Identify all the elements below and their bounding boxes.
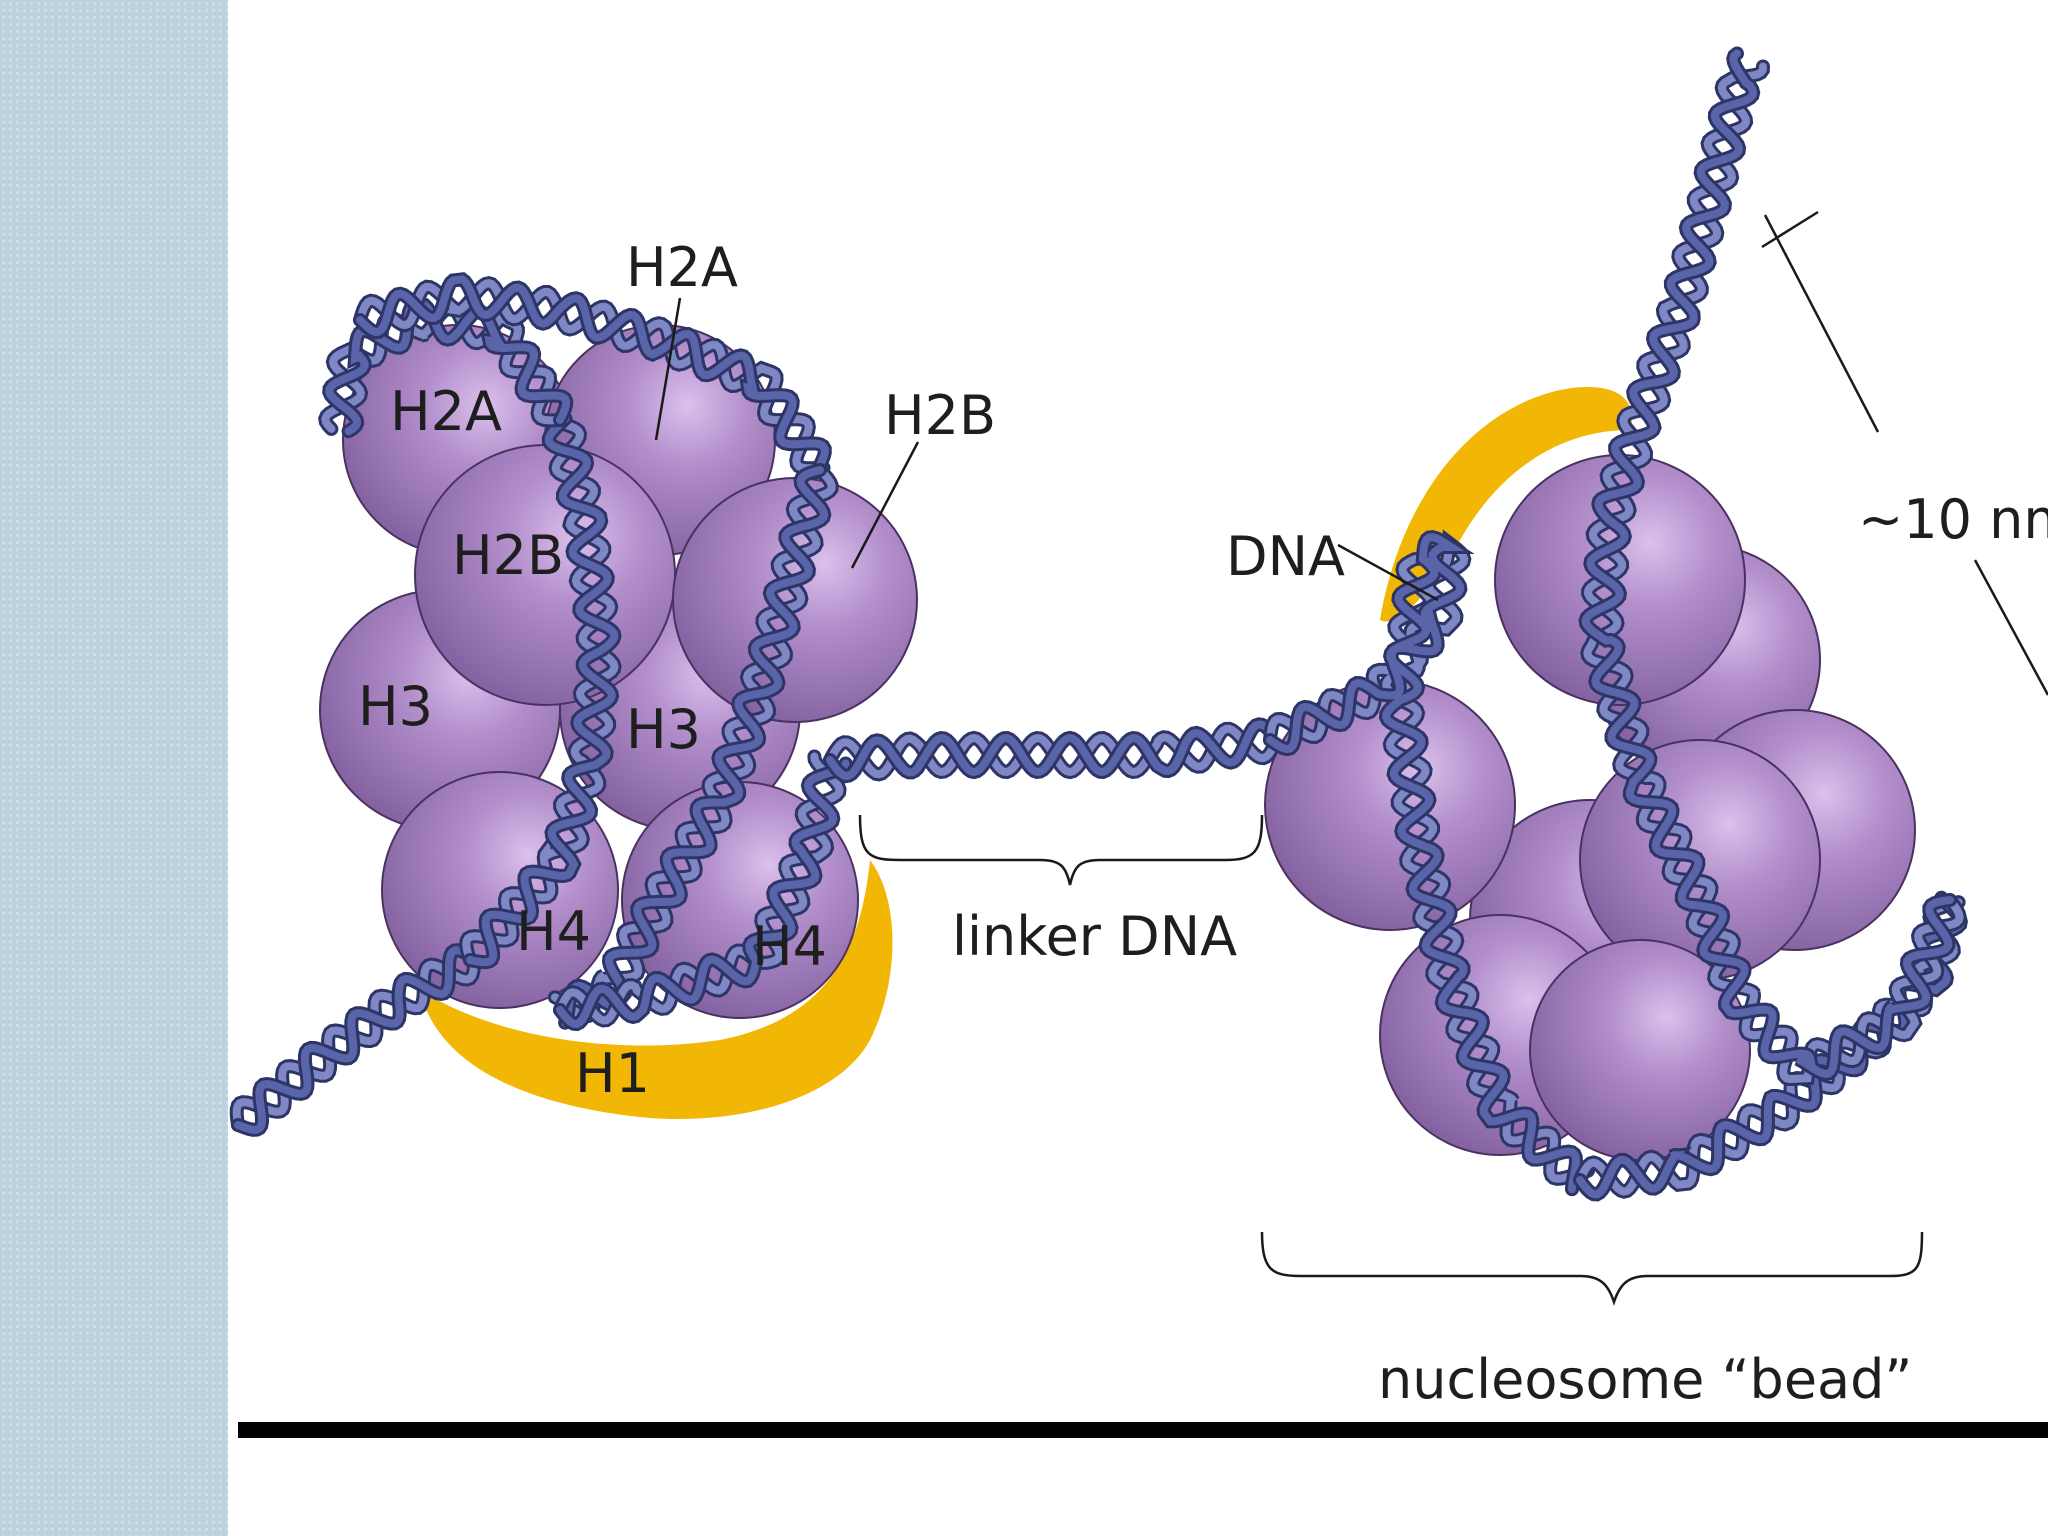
leader-h2b-right: [850, 441, 920, 569]
scale-bar-upper: [1763, 214, 1880, 433]
dna-right-wrap-b-strand-a: [1576, 893, 1965, 1199]
dna-right-wrap-a-strand-a: [1266, 533, 1581, 1194]
label-h4-right: H4: [752, 915, 827, 978]
dna-left-wrap-lower-strand-a: [556, 759, 850, 1029]
label-h3-left: H3: [358, 675, 433, 738]
nucleosome-diagram: H2A H2A H2B H2B H3 H3 H4 H4 H1 linker DN…: [229, 46, 2048, 1411]
label-linker-dna: linker DNA: [952, 905, 1237, 968]
dna-left-wrap-arc: [353, 272, 832, 480]
label-dna: DNA: [1226, 525, 1345, 588]
dna-left-wrap-mid-strand-b: [550, 466, 836, 1021]
h1-protein-left: [420, 860, 893, 1120]
label-nucleosome-bead: nucleosome “bead”: [1378, 1348, 1912, 1411]
dna-left-wrap-lower: [553, 749, 853, 1032]
label-h3-center: H3: [626, 698, 701, 761]
linker-brace: [858, 814, 1264, 886]
bead-brace: [1260, 1231, 1924, 1306]
dna-left-tail-strand-a: [234, 946, 471, 1134]
dna-left-tail: [229, 943, 481, 1137]
label-h2b-center: H2B: [452, 524, 564, 587]
label-h4-left: H4: [516, 900, 591, 963]
slide-bottom-rule: [238, 1422, 2048, 1438]
slide-sidebar: [0, 0, 228, 1536]
dna-left-wrap-bottom-strand-a: [466, 414, 619, 967]
dna-left-wrap-bottom: [459, 411, 622, 970]
scale-bar-lower: [1973, 559, 2048, 696]
dna-left-wrap-mid: [547, 463, 839, 1030]
dna-right-wrap-c: [1578, 46, 1967, 1087]
dna-left-wrap-top-strand-a: [325, 301, 571, 436]
label-h2a-top: H2A: [626, 236, 738, 299]
leader-h2a-top: [654, 297, 682, 441]
scale-bar-cap: [1761, 210, 1819, 249]
leader-dna: [1337, 543, 1439, 602]
dna-linker-strand-a: [826, 720, 1273, 781]
dna-helix-layer: [229, 46, 1968, 1202]
label-h2a-left: H2A: [390, 380, 502, 443]
dna-right-wrap-c-strand-a: [1581, 49, 1954, 1079]
leader-lines: [654, 210, 2048, 1306]
dna-left-wrap-arc-strand-a: [356, 275, 829, 477]
dna-right-wrap-a: [1263, 529, 1595, 1197]
dna-left-wrap-mid-strand-a: [561, 466, 829, 1027]
label-10nm: ~10 nm: [1858, 488, 2048, 551]
label-h2b-right: H2B: [884, 384, 996, 447]
dna-linker: [823, 717, 1279, 784]
label-h1: H1: [575, 1042, 650, 1105]
